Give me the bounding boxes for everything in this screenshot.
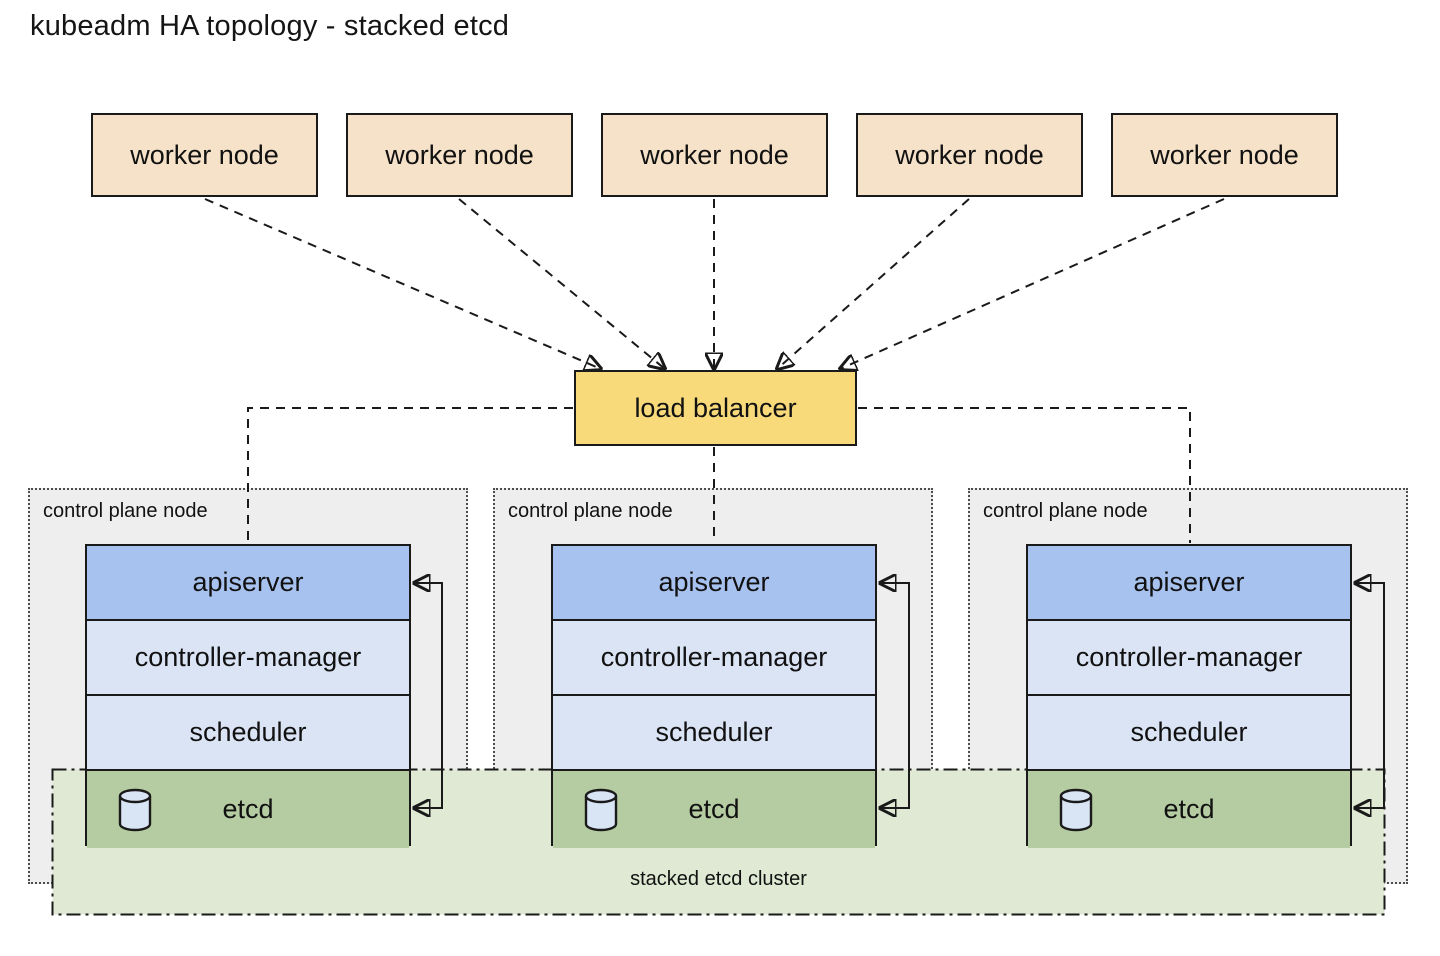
worker-node-label: worker node — [385, 139, 534, 170]
load-balancer-label: load balancer — [634, 392, 797, 423]
worker-to-lb-arrow — [458, 198, 665, 369]
scheduler-label: scheduler — [655, 717, 773, 747]
controller-manager-row: controller-manager — [553, 621, 875, 696]
controller-manager-label: controller-manager — [600, 642, 828, 672]
control-plane-stack: apiserver controller-manager scheduler e… — [1026, 544, 1352, 848]
scheduler-row: scheduler — [553, 696, 875, 771]
worker-to-lb-arrow — [204, 198, 601, 369]
etcd-row: etcd — [1028, 771, 1350, 848]
controller-manager-row: controller-manager — [1028, 621, 1350, 696]
control-plane-label: control plane node — [983, 500, 1148, 522]
worker-node-box: worker node — [601, 113, 828, 197]
worker-node-box: worker node — [346, 113, 573, 197]
database-icon — [1059, 788, 1093, 831]
database-icon — [118, 788, 152, 831]
worker-to-lb-arrow — [777, 198, 970, 369]
scheduler-label: scheduler — [189, 717, 307, 747]
worker-node-label: worker node — [640, 139, 789, 170]
scheduler-label: scheduler — [1130, 717, 1248, 747]
etcd-row: etcd — [553, 771, 875, 848]
apiserver-label: apiserver — [658, 567, 770, 597]
etcd-label: etcd — [222, 794, 274, 824]
etcd-row: etcd — [87, 771, 409, 848]
apiserver-row: apiserver — [1028, 546, 1350, 621]
worker-node-box: worker node — [1111, 113, 1338, 197]
diagram-title: kubeadm HA topology - stacked etcd — [30, 10, 510, 42]
etcd-label: etcd — [1163, 794, 1215, 824]
etcd-label: etcd — [688, 794, 740, 824]
control-plane-stack: apiserver controller-manager scheduler e… — [551, 544, 877, 848]
worker-node-label: worker node — [130, 139, 279, 170]
worker-node-label: worker node — [1150, 139, 1299, 170]
scheduler-row: scheduler — [1028, 696, 1350, 771]
control-plane-label: control plane node — [508, 500, 673, 522]
controller-manager-label: controller-manager — [1075, 642, 1303, 672]
worker-to-lb-arrow — [840, 198, 1225, 369]
scheduler-row: scheduler — [87, 696, 409, 771]
stacked-etcd-cluster-label: stacked etcd cluster — [630, 868, 807, 890]
load-balancer-box: load balancer — [574, 370, 857, 446]
worker-node-label: worker node — [895, 139, 1044, 170]
worker-node-box: worker node — [856, 113, 1083, 197]
database-icon — [584, 788, 618, 831]
controller-manager-label: controller-manager — [134, 642, 362, 672]
control-plane-stack: apiserver controller-manager scheduler e… — [85, 544, 411, 848]
worker-node-box: worker node — [91, 113, 318, 197]
apiserver-row: apiserver — [87, 546, 409, 621]
apiserver-row: apiserver — [553, 546, 875, 621]
control-plane-label: control plane node — [43, 500, 208, 522]
apiserver-label: apiserver — [1133, 567, 1245, 597]
controller-manager-row: controller-manager — [87, 621, 409, 696]
apiserver-label: apiserver — [192, 567, 304, 597]
